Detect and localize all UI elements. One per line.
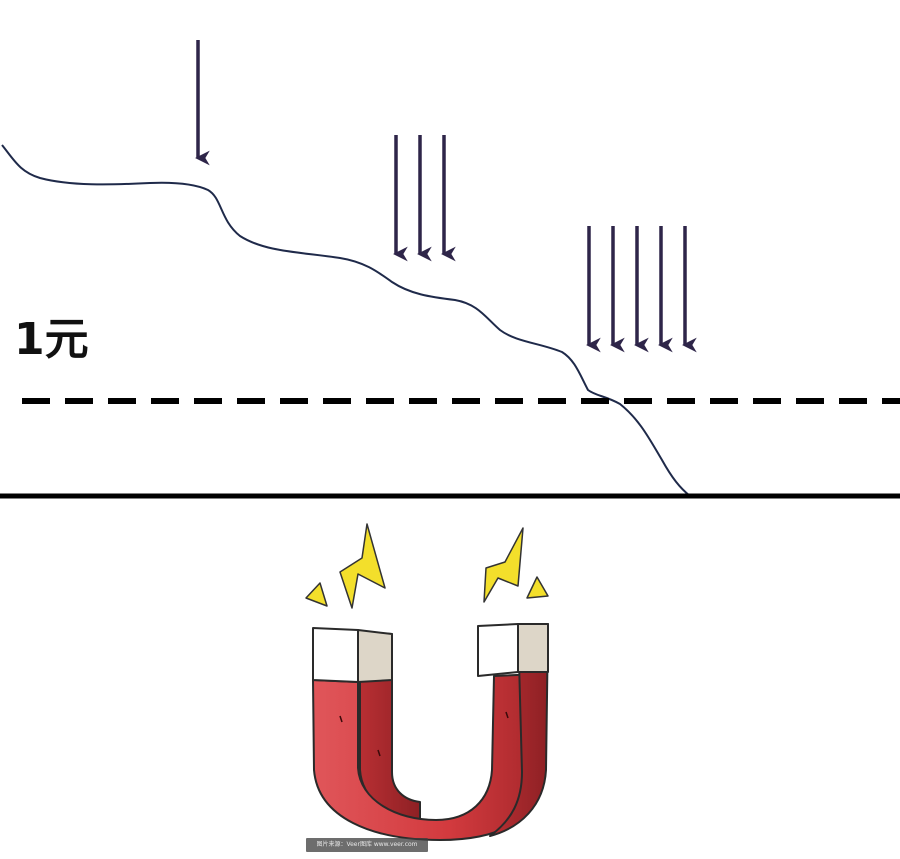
lightning-spark-icon [483, 527, 549, 603]
image-source-watermark: 图片来源：Veer图库 www.veer.com [306, 838, 428, 852]
horseshoe-magnet-icon [312, 623, 549, 841]
lightning-spark-icon [305, 523, 386, 609]
arrow-group-3 [586, 226, 697, 353]
price-threshold-label: 1元 [14, 314, 89, 365]
declining-price-curve [1, 144, 691, 497]
arrow-group-2 [393, 135, 456, 262]
